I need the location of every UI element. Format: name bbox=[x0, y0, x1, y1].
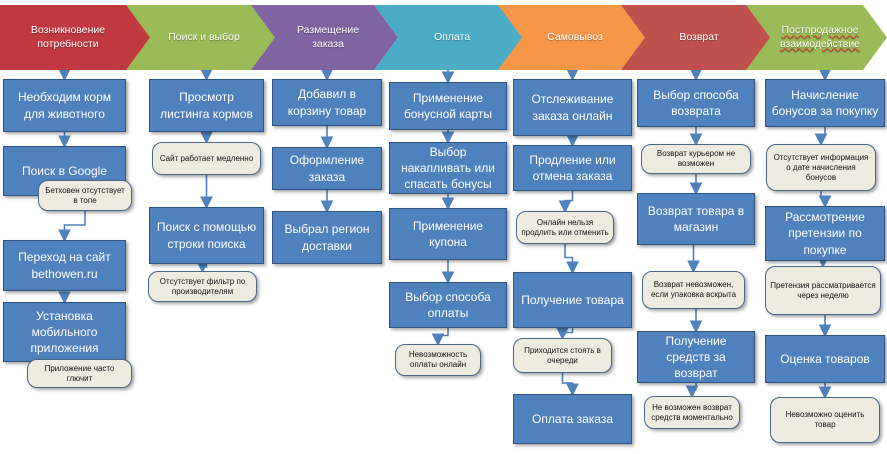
flow-arrow bbox=[58, 211, 86, 243]
flow-arrow bbox=[564, 244, 579, 275]
pain-point-note: Бетховен отсутствует в топе bbox=[38, 180, 132, 211]
stage-label: Постпродажное взаимодействие bbox=[780, 24, 860, 50]
step-box: Рассмотрение претензии по покупке bbox=[765, 206, 885, 261]
step-box: Выбор способа возврата bbox=[637, 79, 755, 127]
stage-label: Возврат bbox=[679, 30, 719, 43]
step-box: Добавил в корзину товар bbox=[272, 79, 382, 126]
step-box: Выбор накапливать или спасать бонусы bbox=[389, 142, 507, 194]
step-box: Оценка товаров bbox=[765, 335, 885, 383]
pain-point-note: Не возможен возврат средств моментально bbox=[644, 396, 740, 429]
stage-label: Размещение заказа bbox=[296, 24, 360, 50]
flow-arrow bbox=[818, 191, 832, 209]
step-box: Возврат товара в магазин bbox=[637, 193, 755, 245]
step-box: Начисление бонусов за покупку bbox=[765, 79, 885, 127]
pain-point-note: Отсутствует фильтр по производителям bbox=[148, 271, 257, 302]
flow-arrow bbox=[558, 191, 574, 214]
pain-point-note: Сайт работает медленно bbox=[152, 142, 261, 175]
flow-arrow bbox=[814, 127, 828, 147]
step-box: Выбрал регион доставки bbox=[272, 211, 382, 264]
step-box: Получение средств за возврат bbox=[637, 331, 755, 383]
step-box: Применение купона bbox=[389, 208, 507, 260]
pain-point-note: Онлайн нельзя продлить или отменить bbox=[516, 211, 614, 244]
pain-point-note: Невозможность оплаты онлайн bbox=[395, 344, 481, 376]
stage-label: Самовывоз bbox=[547, 30, 603, 43]
step-box: Получение товара bbox=[513, 272, 632, 328]
step-box: Переход на сайт bethowen.ru bbox=[3, 240, 126, 291]
flow-arrow bbox=[196, 260, 209, 274]
pain-point-note: Претензия рассматривается через неделю bbox=[765, 266, 881, 315]
pain-point-note: Приложение часто глючит bbox=[27, 359, 132, 388]
step-box: Применение бонусной карты bbox=[389, 82, 507, 130]
flow-arrow bbox=[556, 327, 574, 341]
pain-point-note: Возврат невозможен, если упаковка вскрыт… bbox=[642, 271, 745, 309]
stage-chevron-1: Возникновение потребности bbox=[0, 5, 150, 70]
pain-point-note: Невозможно оценить товар bbox=[770, 397, 880, 443]
step-box: Оформление заказа bbox=[272, 147, 382, 190]
step-box: Установка мобильного приложения bbox=[3, 302, 126, 362]
flow-arrow bbox=[431, 328, 449, 347]
step-box: Необходим корм для животного bbox=[3, 79, 126, 132]
step-box: Продление или отмена заказа bbox=[513, 145, 632, 191]
step-box: Поиск с помощью строки поиска bbox=[149, 207, 264, 264]
pain-point-note: Возврат курьером не возможен bbox=[641, 144, 751, 174]
pain-point-note: Отсутствует информация о дате начисления… bbox=[766, 144, 876, 191]
stage-label: Оплата bbox=[433, 30, 471, 43]
pain-point-note: Приходится стоять в очереди bbox=[513, 338, 612, 373]
flow-arrow bbox=[685, 383, 699, 399]
step-box: Выбор способа оплаты bbox=[389, 282, 507, 328]
stage-chevron-4: Оплата bbox=[374, 5, 522, 70]
stage-label: Поиск и выбор bbox=[168, 30, 240, 43]
flow-arrow bbox=[561, 373, 579, 397]
stage-chevron-6: Возврат bbox=[620, 5, 770, 70]
stage-chevron-2: Поиск и выбор bbox=[125, 5, 275, 70]
step-box: Просмотр листинга кормов bbox=[149, 79, 264, 132]
step-box: Отслеживание заказа онлайн bbox=[513, 79, 632, 136]
step-box: Оплата заказа bbox=[513, 394, 632, 444]
stage-label: Возникновение потребности bbox=[30, 24, 106, 50]
